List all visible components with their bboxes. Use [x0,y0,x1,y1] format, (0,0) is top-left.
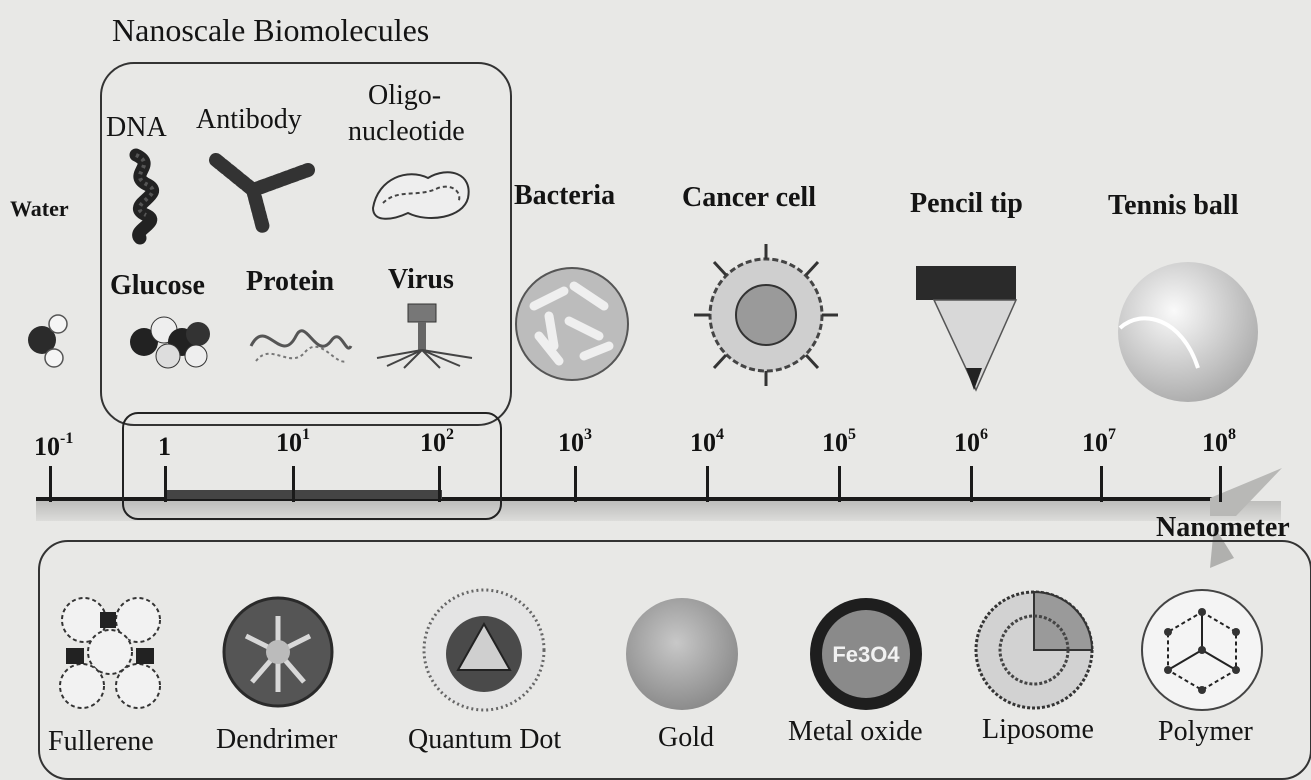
bacteria-icon [514,266,630,382]
tick-label-6: 105 [822,428,856,458]
label-oligo-1: Oligo- [368,82,441,110]
water-molecule-icon [20,308,76,368]
tick-6 [838,466,841,502]
tick-9 [1219,466,1222,502]
tick-label-9: 108 [1202,428,1236,458]
tick-label-3: 102 [420,428,454,458]
cancer-cell-icon [686,240,846,390]
diagram-title: Nanoscale Biomolecules [112,14,429,46]
gold-nanoparticle-icon [624,596,740,712]
dendrimer-icon [222,596,334,708]
axis-unit-label: Nanometer [1156,514,1290,542]
tick-8 [1100,466,1103,502]
glucose-icon [126,312,216,372]
label-water: Water [10,198,69,220]
tick-label-1: 1 [158,432,171,462]
label-gold: Gold [658,724,714,752]
label-virus: Virus [388,266,454,294]
label-polymer: Polymer [1158,718,1253,746]
tick-3 [438,466,441,502]
liposome-icon [972,588,1096,712]
tick-label-5: 104 [690,428,724,458]
label-bacteria: Bacteria [514,182,615,210]
tick-label-8: 107 [1082,428,1116,458]
dna-icon [118,150,168,240]
polymer-icon [1140,588,1264,712]
label-cancer-cell: Cancer cell [682,184,816,212]
quantum-dot-icon [422,588,546,712]
label-tennis-ball: Tennis ball [1108,192,1238,220]
tick-5 [706,466,709,502]
tick-7 [970,466,973,502]
tick-2 [292,466,295,502]
tick-label-4: 103 [558,428,592,458]
tick-label-7: 106 [954,428,988,458]
protein-icon [246,306,356,376]
label-liposome: Liposome [982,716,1094,744]
label-pencil-tip: Pencil tip [910,190,1023,218]
label-quantum-dot: Quantum Dot [408,726,561,754]
pencil-tip-icon [914,264,1020,394]
label-dna: DNA [106,114,167,142]
tennis-ball-icon [1102,248,1262,408]
tick-label-0: 10-1 [34,432,73,462]
metal-oxide-icon: Fe3O4 [808,596,924,712]
metal-oxide-formula: Fe3O4 [832,642,900,667]
label-oligo-2: nucleotide [348,118,465,146]
tick-1 [164,466,167,502]
label-dendrimer: Dendrimer [216,726,337,754]
label-fullerene: Fullerene [48,728,154,756]
antibody-icon [208,150,318,240]
tick-0 [49,466,52,502]
tick-4 [574,466,577,502]
fullerene-icon [56,594,168,710]
label-metal-oxide: Metal oxide [788,718,923,746]
tick-label-2: 101 [276,428,310,458]
oligonucleotide-icon [368,158,478,228]
label-protein: Protein [246,268,334,296]
label-glucose: Glucose [110,272,205,300]
virus-icon [372,300,482,370]
label-antibody: Antibody [196,106,302,134]
